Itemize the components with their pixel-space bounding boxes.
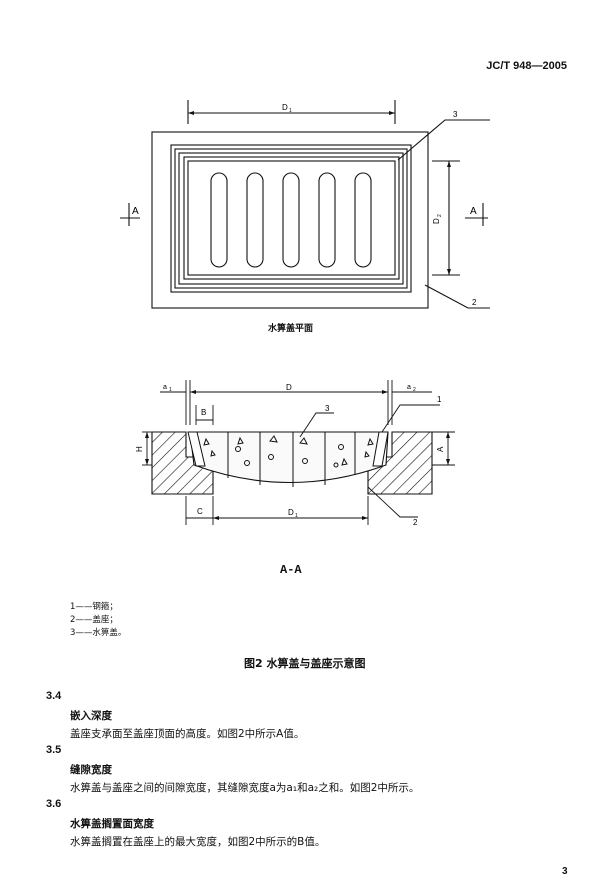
a2-label: a [407,384,411,391]
base-outline [151,131,429,309]
section-view-drawing: a 1 a 2 D B H A C D 1 1 2 3 [135,380,455,527]
c-label: C [197,507,203,516]
d-label: D [286,383,292,392]
svg-text:2: 2 [413,387,416,393]
section-title-text: 水箅盖搁置面宽度 [70,818,154,830]
legend-item: 3——水箅盖。 [70,628,127,638]
d1-label: D [282,103,288,112]
h-label: H [135,446,144,452]
section-body: 水箅盖搁置在盖座上的最大宽度，如图2中所示的B值。 [70,836,326,848]
plan-view-caption: 水箅盖平面 [268,324,314,334]
a1-label: a [163,384,167,391]
callout-2: 2 [472,298,477,307]
callout-2-section: 2 [413,518,418,527]
a-dim-label: A [436,446,445,452]
section-number: 3.5 [46,744,62,756]
svg-text:1: 1 [295,513,298,519]
d2-label: D [432,218,441,224]
figure-caption: 图2 水箅盖与盖座示意图 [244,657,366,670]
section-body: 盖座支承面至盖座顶面的高度。如图2中所示A值。 [70,728,305,740]
legend-item: 2——盖座； [70,615,118,625]
plan-view-drawing: D 1 D 2 3 2 A A [120,100,490,309]
section-marker-right: A [470,206,477,217]
svg-text:1: 1 [169,387,172,393]
standard-code: JC/T 948—2005 [486,60,567,72]
section-title-text: 缝隙宽度 [70,764,112,776]
b-label: B [201,408,206,417]
section-number: 3.6 [46,798,62,810]
svg-text:1: 1 [289,108,292,114]
d1-section-label: D [288,508,294,517]
page-number: 3 [562,866,568,877]
section-title-text: 嵌入深度 [70,710,112,722]
section-body: 水箅盖与盖座之间的间隙宽度，其缝隙宽度a为a₁和a₂之和。如图2中所示。 [70,782,420,794]
section-marker-left: A [132,206,139,217]
callout-3-section: 3 [325,404,330,413]
legend: 1——钢箍； 2——盖座； 3——水箅盖。 [70,601,126,640]
section-title: A-A [280,563,302,577]
callout-3: 3 [453,110,458,119]
svg-text:2: 2 [437,214,443,217]
callout-1: 1 [437,395,442,404]
section-number: 3.4 [46,690,62,702]
legend-item: 1——钢箍； [70,602,118,612]
